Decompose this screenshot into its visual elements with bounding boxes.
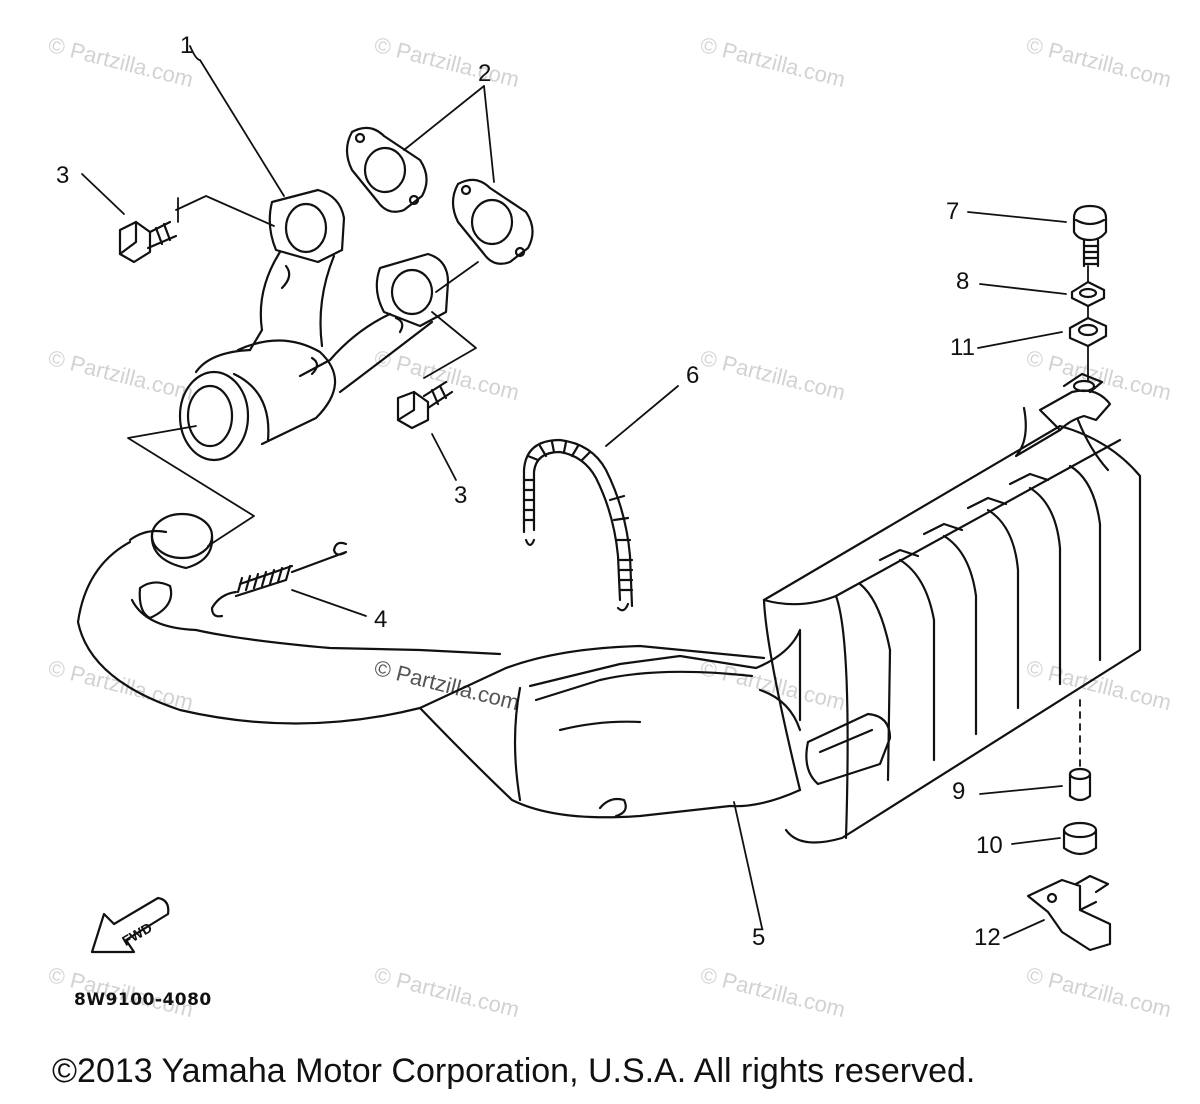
gasket-lower [451,178,534,265]
bolt-top [1072,204,1108,268]
callout-5: 5 [752,924,766,951]
copyright-notice: ©2013 Yamaha Motor Corporation, U.S.A. A… [52,1052,976,1090]
callout-10: 10 [976,832,1003,859]
callout-3: 3 [454,482,468,509]
lock-washer [1070,280,1106,308]
callout-3: 3 [56,162,70,189]
leader-lines [81,45,1089,939]
hose [522,438,634,612]
fwd-label: FWD [119,919,155,949]
collar [1068,767,1092,802]
exhaust-manifold [178,188,450,462]
bolt-lower [396,380,454,430]
bolt-upper [118,220,178,264]
forward-arrow-icon [90,896,170,954]
callout-6: 6 [686,362,700,389]
callout-9: 9 [952,778,966,805]
mounting-bracket [1026,874,1112,952]
spring [210,541,348,618]
callout-12: 12 [974,924,1001,951]
callout-7: 7 [946,198,960,225]
callout-2: 2 [478,60,492,87]
grommet [1062,821,1098,856]
callout-11: 11 [950,334,975,361]
callout-4: 4 [374,606,388,633]
washer [1068,316,1108,348]
callout-1: 1 [180,32,194,59]
muffler-assembly [76,372,1142,844]
diagram-code: 8W9100-4080 [74,990,212,1010]
gasket-upper [345,126,428,213]
callout-8: 8 [956,268,970,295]
